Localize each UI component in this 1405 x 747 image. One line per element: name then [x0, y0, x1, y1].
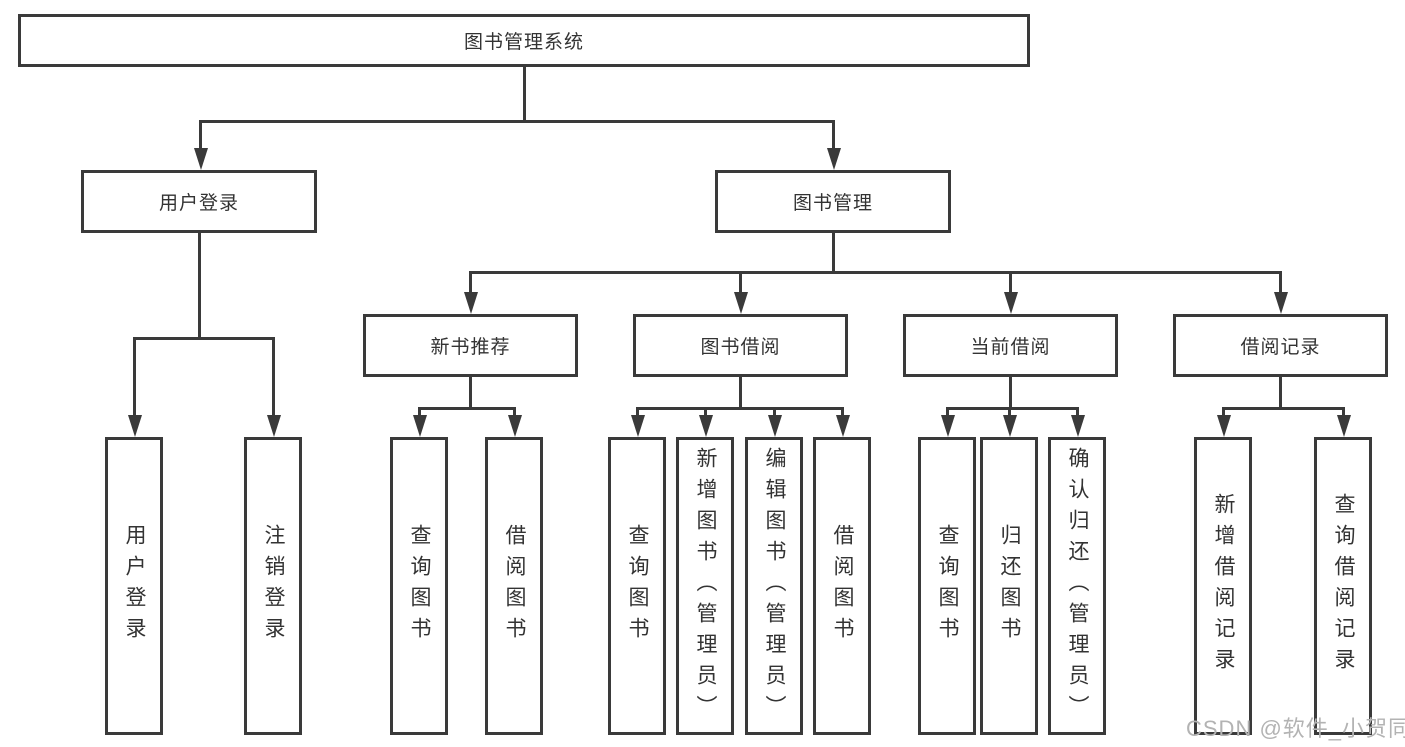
arrow-to-book-borrow — [733, 274, 748, 314]
leaf-edit-books-admin-label: 编辑图书（管理员） — [763, 446, 787, 726]
leaf-current-query-books-label: 查询图书 — [936, 524, 960, 648]
connector-current-borrow-stem — [1009, 377, 1012, 407]
leaf-return-books-label: 归还图书 — [998, 524, 1022, 648]
connector-level3-hline — [469, 271, 1282, 274]
leaf-user-login: 用户登录 — [105, 437, 163, 735]
arrow-current-confirm — [1070, 410, 1085, 437]
node-book-borrow-label: 图书借阅 — [700, 337, 781, 358]
leaf-query-borrow-record: 查询借阅记录 — [1314, 437, 1372, 735]
leaf-confirm-return-admin: 确认归还（管理员） — [1048, 437, 1106, 735]
arrow-current-return — [1002, 410, 1017, 437]
node-user-login-label: 用户登录 — [158, 193, 239, 214]
leaf-confirm-return-admin-label: 确认归还（管理员） — [1066, 446, 1090, 726]
leaf-add-borrow-record-label: 新增借阅记录 — [1212, 493, 1236, 679]
arrow-to-user-login — [193, 123, 208, 170]
leaf-logout: 注销登录 — [244, 437, 302, 735]
leaf-borrow-books: 借阅图书 — [813, 437, 871, 735]
node-library-system: 图书管理系统 — [18, 14, 1030, 67]
arrow-records-add — [1216, 410, 1231, 437]
arrow-newbooks-query — [412, 410, 427, 437]
connector-root-stem — [523, 67, 526, 120]
connector-borrow-records-hline — [1222, 407, 1345, 410]
leaf-add-books-admin: 新增图书（管理员） — [676, 437, 734, 735]
connector-borrow-records-stem — [1279, 377, 1282, 407]
arrow-borrow-query — [630, 410, 645, 437]
arrow-newbooks-borrow — [507, 410, 522, 437]
csdn-watermark: CSDN @软件_小贺同学 — [1186, 716, 1405, 741]
arrow-to-leaf-user-login — [127, 340, 142, 437]
node-library-system-label: 图书管理系统 — [463, 32, 584, 53]
connector-user-login-hline — [133, 337, 275, 340]
arrow-borrow-add — [698, 410, 713, 437]
node-borrow-records-label: 借阅记录 — [1240, 337, 1321, 358]
leaf-borrow-books-label: 借阅图书 — [831, 524, 855, 648]
connector-book-borrow-hline — [636, 407, 844, 410]
connector-new-books-hline — [418, 407, 516, 410]
node-user-login: 用户登录 — [81, 170, 317, 233]
node-current-borrow: 当前借阅 — [903, 314, 1118, 377]
arrow-to-borrow-records — [1273, 274, 1288, 314]
leaf-add-borrow-record: 新增借阅记录 — [1194, 437, 1252, 735]
arrow-to-book-mgmt — [826, 123, 841, 170]
leaf-logout-label: 注销登录 — [262, 524, 286, 648]
leaf-query-borrow-record-label: 查询借阅记录 — [1332, 493, 1356, 679]
leaf-user-login-label: 用户登录 — [123, 524, 147, 648]
leaf-return-books: 归还图书 — [980, 437, 1038, 735]
leaf-borrow-query-books: 查询图书 — [608, 437, 666, 735]
node-new-books-label: 新书推荐 — [430, 337, 511, 358]
leaf-newbooks-query-books: 查询图书 — [390, 437, 448, 735]
connector-user-login-stem — [198, 233, 201, 337]
leaf-newbooks-borrow-books: 借阅图书 — [485, 437, 543, 735]
node-new-books: 新书推荐 — [363, 314, 578, 377]
arrow-borrow-edit — [767, 410, 782, 437]
leaf-add-books-admin-label: 新增图书（管理员） — [694, 446, 718, 726]
leaf-borrow-query-books-label: 查询图书 — [626, 524, 650, 648]
node-book-mgmt: 图书管理 — [715, 170, 951, 233]
arrow-records-query — [1336, 410, 1351, 437]
arrow-borrow-borrow — [835, 410, 850, 437]
node-borrow-records: 借阅记录 — [1173, 314, 1388, 377]
node-book-mgmt-label: 图书管理 — [792, 193, 873, 214]
leaf-edit-books-admin: 编辑图书（管理员） — [745, 437, 803, 735]
leaf-newbooks-borrow-books-label: 借阅图书 — [503, 524, 527, 648]
connector-book-borrow-stem — [739, 377, 742, 407]
arrow-to-current-borrow — [1003, 274, 1018, 314]
leaf-newbooks-query-books-label: 查询图书 — [408, 524, 432, 648]
node-book-borrow: 图书借阅 — [633, 314, 848, 377]
connector-new-books-stem — [469, 377, 472, 407]
connector-level2-hline — [199, 120, 835, 123]
connector-current-borrow-hline — [946, 407, 1079, 410]
leaf-current-query-books: 查询图书 — [918, 437, 976, 735]
arrow-current-query — [940, 410, 955, 437]
node-current-borrow-label: 当前借阅 — [970, 337, 1051, 358]
connector-book-mgmt-stem — [832, 233, 835, 271]
arrow-to-new-books — [463, 274, 478, 314]
arrow-to-leaf-logout — [266, 340, 281, 437]
